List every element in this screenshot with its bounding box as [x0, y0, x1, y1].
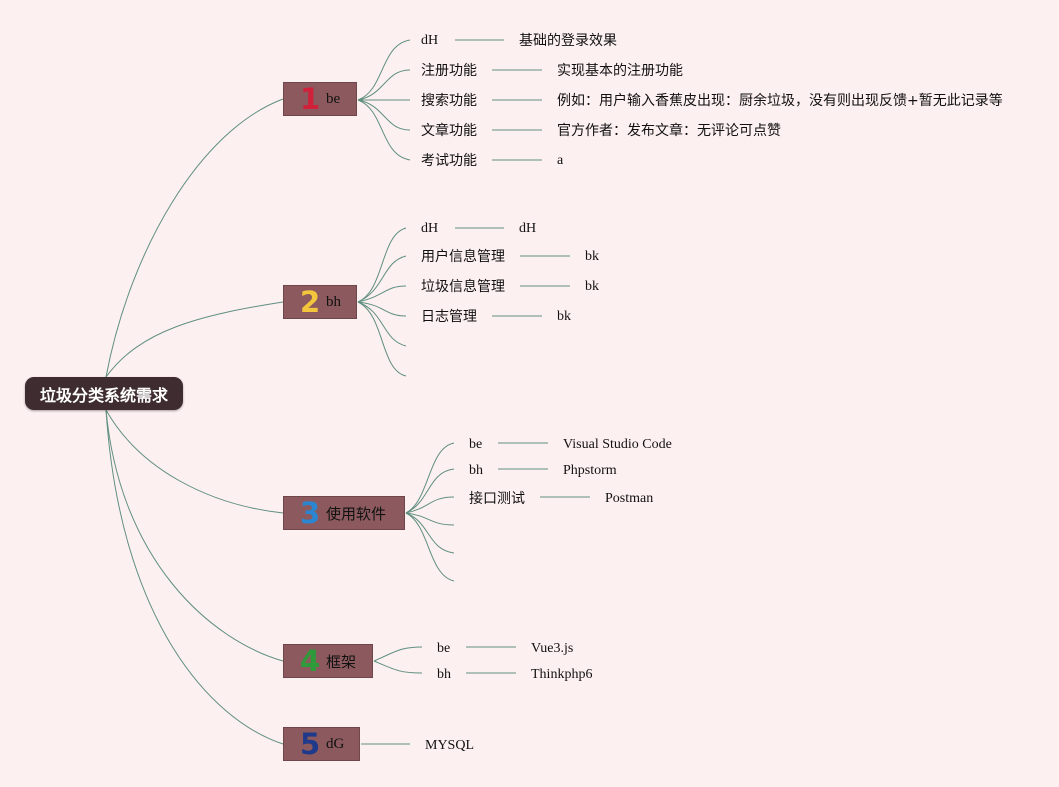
branch-2-topic[interactable]: 2 bh [283, 285, 357, 319]
number-1-icon: 1 [300, 82, 321, 116]
branch-2-child-2[interactable]: 用户信息管理 [421, 249, 505, 265]
branch-4-topic[interactable]: 4 框架 [283, 644, 373, 678]
branch-2-child-4[interactable]: 日志管理 [421, 309, 477, 325]
branch-4-detail-1[interactable]: Vue3.js [531, 641, 574, 656]
branch-1-detail-5[interactable]: a [557, 153, 564, 168]
branch-5-topic[interactable]: 5 dG [283, 727, 360, 761]
branch-1-child-4[interactable]: 文章功能 [421, 123, 477, 139]
branch-4-label: 框架 [326, 652, 357, 671]
root-topic-label: 垃圾分类系统需求 [39, 385, 168, 405]
branch-4-child-2[interactable]: bh [437, 667, 451, 682]
branch-1-label: be [326, 90, 341, 107]
branch-1-child-1[interactable]: dH [421, 33, 439, 48]
branch-1-child-3[interactable]: 搜索功能 [421, 93, 477, 109]
number-4-icon: 4 [300, 644, 321, 678]
number-3-icon: 3 [300, 496, 321, 530]
branch-3-label: 使用软件 [326, 504, 387, 523]
branch-3-detail-3[interactable]: Postman [605, 491, 654, 506]
branch-3-child-2[interactable]: bh [469, 463, 483, 478]
branch-1-child-5[interactable]: 考试功能 [421, 153, 477, 169]
branch-3-topic[interactable]: 3 使用软件 [283, 496, 405, 530]
branch-2-detail-1[interactable]: dH [519, 221, 537, 236]
branch-2-detail-4[interactable]: bk [557, 309, 571, 324]
root-topic[interactable]: 垃圾分类系统需求 [25, 377, 183, 410]
branch-1-child-2[interactable]: 注册功能 [421, 63, 477, 79]
number-2-icon: 2 [300, 285, 321, 319]
number-5-icon: 5 [300, 727, 321, 761]
branch-3-child-1[interactable]: be [469, 437, 483, 452]
branch-2-detail-2[interactable]: bk [585, 249, 599, 264]
branch-4-child-1[interactable]: be [437, 641, 451, 656]
branch-1-detail-3[interactable]: 例如：用户输入香蕉皮出现：厨余垃圾，没有则出现反馈+暂无此记录等 [557, 93, 1003, 109]
branch-1-detail-2[interactable]: 实现基本的注册功能 [557, 63, 683, 79]
branch-5-label: dG [326, 735, 345, 752]
branch-3-detail-2[interactable]: Phpstorm [563, 463, 617, 478]
branch-1-topic[interactable]: 1 be [283, 82, 357, 116]
branch-2-label: bh [326, 293, 341, 310]
branch-5-child-1[interactable]: MYSQL [425, 738, 475, 753]
branch-3-detail-1[interactable]: Visual Studio Code [563, 437, 672, 452]
branch-1-detail-4[interactable]: 官方作者：发布文章：无评论可点赞 [557, 123, 781, 139]
branch-2-child-3[interactable]: 垃圾信息管理 [421, 279, 505, 295]
branch-1-detail-1[interactable]: 基础的登录效果 [519, 33, 617, 49]
branch-2-detail-3[interactable]: bk [585, 279, 599, 294]
branch-2-child-1[interactable]: dH [421, 221, 439, 236]
branch-4-detail-2[interactable]: Thinkphp6 [531, 667, 593, 682]
branch-3-child-3[interactable]: 接口测试 [469, 491, 525, 507]
